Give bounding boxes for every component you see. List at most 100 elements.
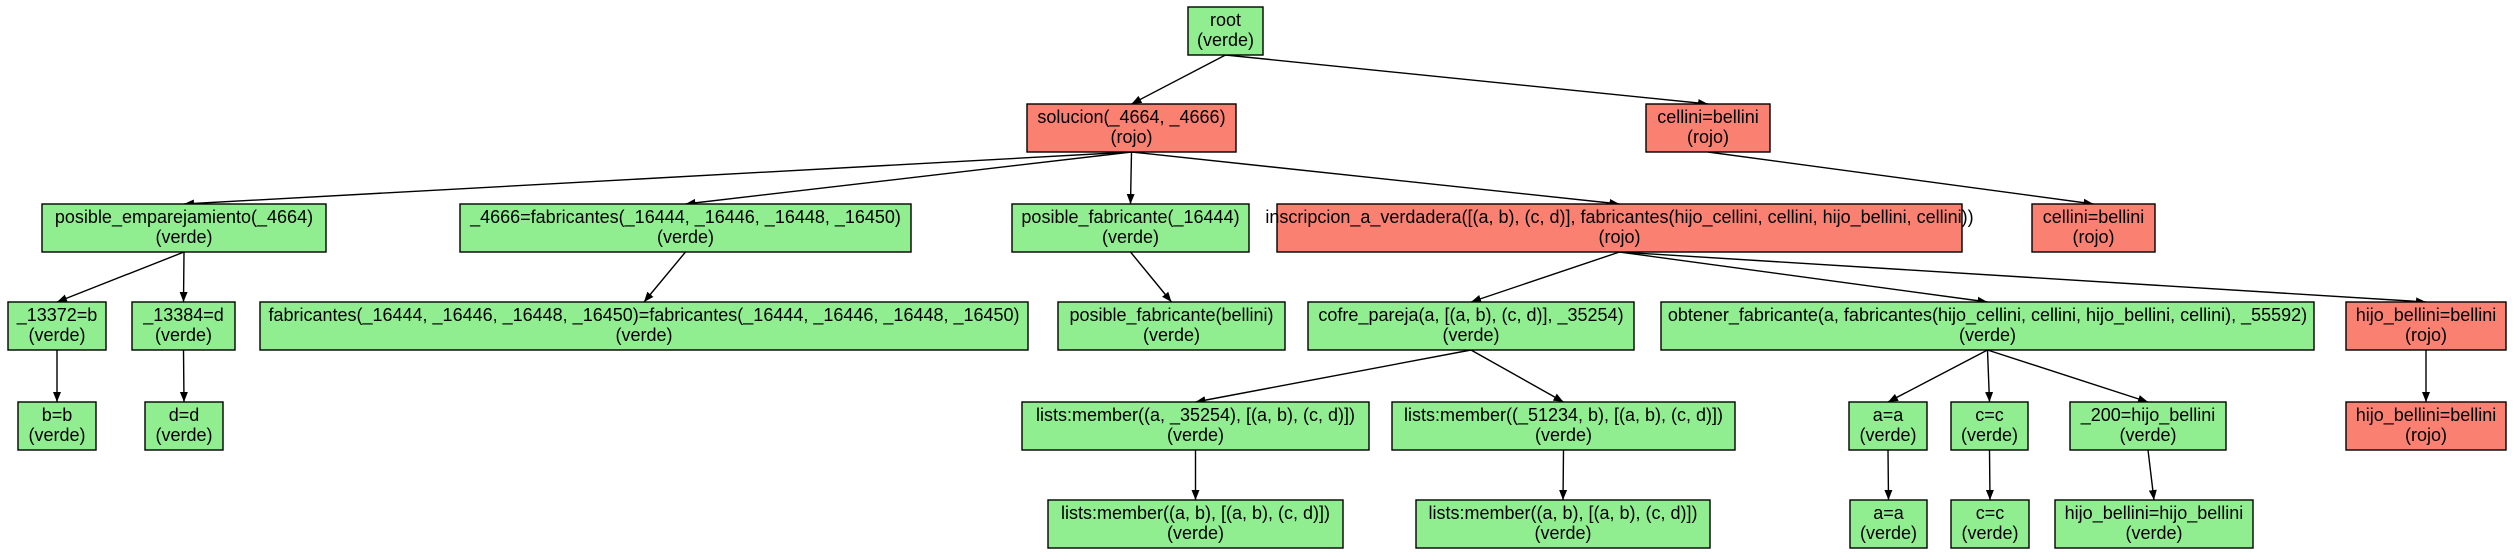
node-cellini1: cellini=bellini(rojo) xyxy=(1645,103,1771,153)
edge-cofre-lm2 xyxy=(1470,349,1564,403)
node-state-label: (verde) xyxy=(1961,425,2018,445)
edge-solucion-posfab xyxy=(1126,151,1135,205)
node-box-root xyxy=(1187,6,1264,56)
node-n13384: _13384=d(verde) xyxy=(131,301,236,351)
node-state-label: (verde) xyxy=(1102,227,1159,247)
node-state-label: (rojo) xyxy=(2072,227,2114,247)
node-label: cellini=bellini xyxy=(1657,107,1759,127)
node-box-beqb xyxy=(17,401,97,451)
node-solucion: solucion(_4664, _4666)(rojo) xyxy=(1026,103,1237,153)
edge-n200-hijobb xyxy=(2147,449,2157,501)
edge-posemp-n13384 xyxy=(179,251,188,303)
node-aeqa2: a=a(verde) xyxy=(1849,499,1928,549)
node-label: lists:member((a, b), [(a, b), (c, d)]) xyxy=(1061,503,1330,523)
node-box-cellini1 xyxy=(1645,103,1771,153)
node-state-label: (verde) xyxy=(2119,425,2176,445)
node-ceqc2: c=c(verde) xyxy=(1950,499,2030,549)
node-box-n13372 xyxy=(7,301,107,351)
node-obtener: obtener_fabricante(a, fabricantes(hijo_c… xyxy=(1660,301,2315,351)
node-state-label: (verde) xyxy=(1961,523,2018,543)
node-fabeq: fabricantes(_16444, _16446, _16448, _164… xyxy=(259,301,1029,351)
edge-fab4666-fabeq xyxy=(643,251,687,303)
node-label: fabricantes(_16444, _16446, _16448, _164… xyxy=(268,305,1019,326)
node-state-label: (verde) xyxy=(1860,523,1917,543)
node-box-lm4 xyxy=(1415,499,1711,549)
edge-root-cellini1 xyxy=(1225,54,1709,107)
node-label: cofre_pareja(a, [(a, b), (c, d)], _35254… xyxy=(1318,305,1623,326)
node-box-solucion xyxy=(1026,103,1237,153)
node-inscr: inscripcion_a_verdadera([(a, b), (c, d)]… xyxy=(1265,203,1974,253)
node-label: a=a xyxy=(1873,405,1905,425)
node-box-n13384 xyxy=(131,301,236,351)
node-fab4666: _4666=fabricantes(_16444, _16446, _16448… xyxy=(459,203,912,253)
node-box-aeqa1 xyxy=(1848,401,1928,451)
node-state-label: (verde) xyxy=(1442,325,1499,345)
node-state-label: (verde) xyxy=(1959,325,2016,345)
edge-posfab-posfabb xyxy=(1129,251,1173,303)
node-state-label: (verde) xyxy=(1197,30,1254,50)
node-box-hijobb xyxy=(2054,499,2254,549)
node-label: cellini=bellini xyxy=(2043,207,2145,227)
node-label: a=a xyxy=(1873,503,1905,523)
node-n13372: _13372=b(verde) xyxy=(7,301,107,351)
node-box-deqd xyxy=(144,401,224,451)
edge-ceqc1-ceqc2 xyxy=(1985,449,1994,501)
node-label: lists:member((_51234, b), [(a, b), (c, d… xyxy=(1404,405,1723,426)
edge-root-solucion xyxy=(1131,54,1226,105)
node-aeqa1: a=a(verde) xyxy=(1848,401,1928,451)
node-posemp: posible_emparejamiento(_4664)(verde) xyxy=(41,203,327,253)
node-label: hijo_bellini=hijo_bellini xyxy=(2065,503,2244,524)
node-root: root(verde) xyxy=(1187,6,1264,56)
node-box-ceqc1 xyxy=(1950,401,2029,451)
node-box-cellini2 xyxy=(2031,203,2156,253)
node-label: solucion(_4664, _4666) xyxy=(1037,107,1225,128)
node-state-label: (verde) xyxy=(615,325,672,345)
edge-obtener-n200 xyxy=(1987,349,2149,403)
edge-obtener-aeqa1 xyxy=(1887,349,1988,403)
node-box-obtener xyxy=(1660,301,2315,351)
node-cellini2: cellini=bellini(rojo) xyxy=(2031,203,2156,253)
node-label: posible_fabricante(_16444) xyxy=(1021,207,1239,228)
edge-cellini1-cellini2 xyxy=(1707,151,2094,207)
node-lm3: lists:member((a, b), [(a, b), (c, d)])(v… xyxy=(1047,499,1344,549)
node-label: lists:member((a, _35254), [(a, b), (c, d… xyxy=(1036,405,1355,426)
node-state-label: (rojo) xyxy=(2405,325,2447,345)
node-box-fab4666 xyxy=(459,203,912,253)
node-beqb: b=b(verde) xyxy=(17,401,97,451)
edge-n13384-deqd xyxy=(179,349,188,403)
edge-cofre-lm1 xyxy=(1195,349,1472,405)
node-box-posemp xyxy=(41,203,327,253)
node-label: d=d xyxy=(169,405,200,425)
node-label: hijo_bellini=bellini xyxy=(2356,405,2497,426)
node-label: obtener_fabricante(a, fabricantes(hijo_c… xyxy=(1668,305,2307,326)
node-state-label: (verde) xyxy=(155,325,212,345)
node-ceqc1: c=c(verde) xyxy=(1950,401,2029,451)
node-posfabb: posible_fabricante(bellini)(verde) xyxy=(1057,301,1286,351)
node-state-label: (verde) xyxy=(1167,523,1224,543)
node-label: c=c xyxy=(1975,405,2004,425)
node-state-label: (rojo) xyxy=(1110,127,1152,147)
node-box-hijob2 xyxy=(2345,401,2507,451)
nodes-layer: root(verde)solucion(_4664, _4666)(rojo)c… xyxy=(7,6,2507,549)
node-deqd: d=d(verde) xyxy=(144,401,224,451)
node-box-hijob1 xyxy=(2345,301,2507,351)
edges-layer xyxy=(53,54,2430,501)
node-state-label: (rojo) xyxy=(2405,425,2447,445)
node-cofre: cofre_pareja(a, [(a, b), (c, d)], _35254… xyxy=(1307,301,1635,351)
edge-posemp-n13372 xyxy=(56,251,185,303)
node-state-label: (verde) xyxy=(1143,325,1200,345)
node-label: root xyxy=(1210,10,1241,30)
node-state-label: (verde) xyxy=(28,425,85,445)
edge-solucion-posemp xyxy=(183,151,1132,208)
edge-solucion-inscr xyxy=(1131,151,1620,207)
node-hijob1: hijo_bellini=bellini(rojo) xyxy=(2345,301,2507,351)
node-state-label: (verde) xyxy=(155,227,212,247)
node-box-aeqa2 xyxy=(1849,499,1928,549)
node-state-label: (verde) xyxy=(155,425,212,445)
node-hijob2: hijo_bellini=bellini(rojo) xyxy=(2345,401,2507,451)
node-label: _13372=b xyxy=(16,305,98,326)
edge-inscr-hijob1 xyxy=(1619,251,2427,306)
node-state-label: (verde) xyxy=(2125,523,2182,543)
edge-aeqa1-aeqa2 xyxy=(1884,449,1893,501)
